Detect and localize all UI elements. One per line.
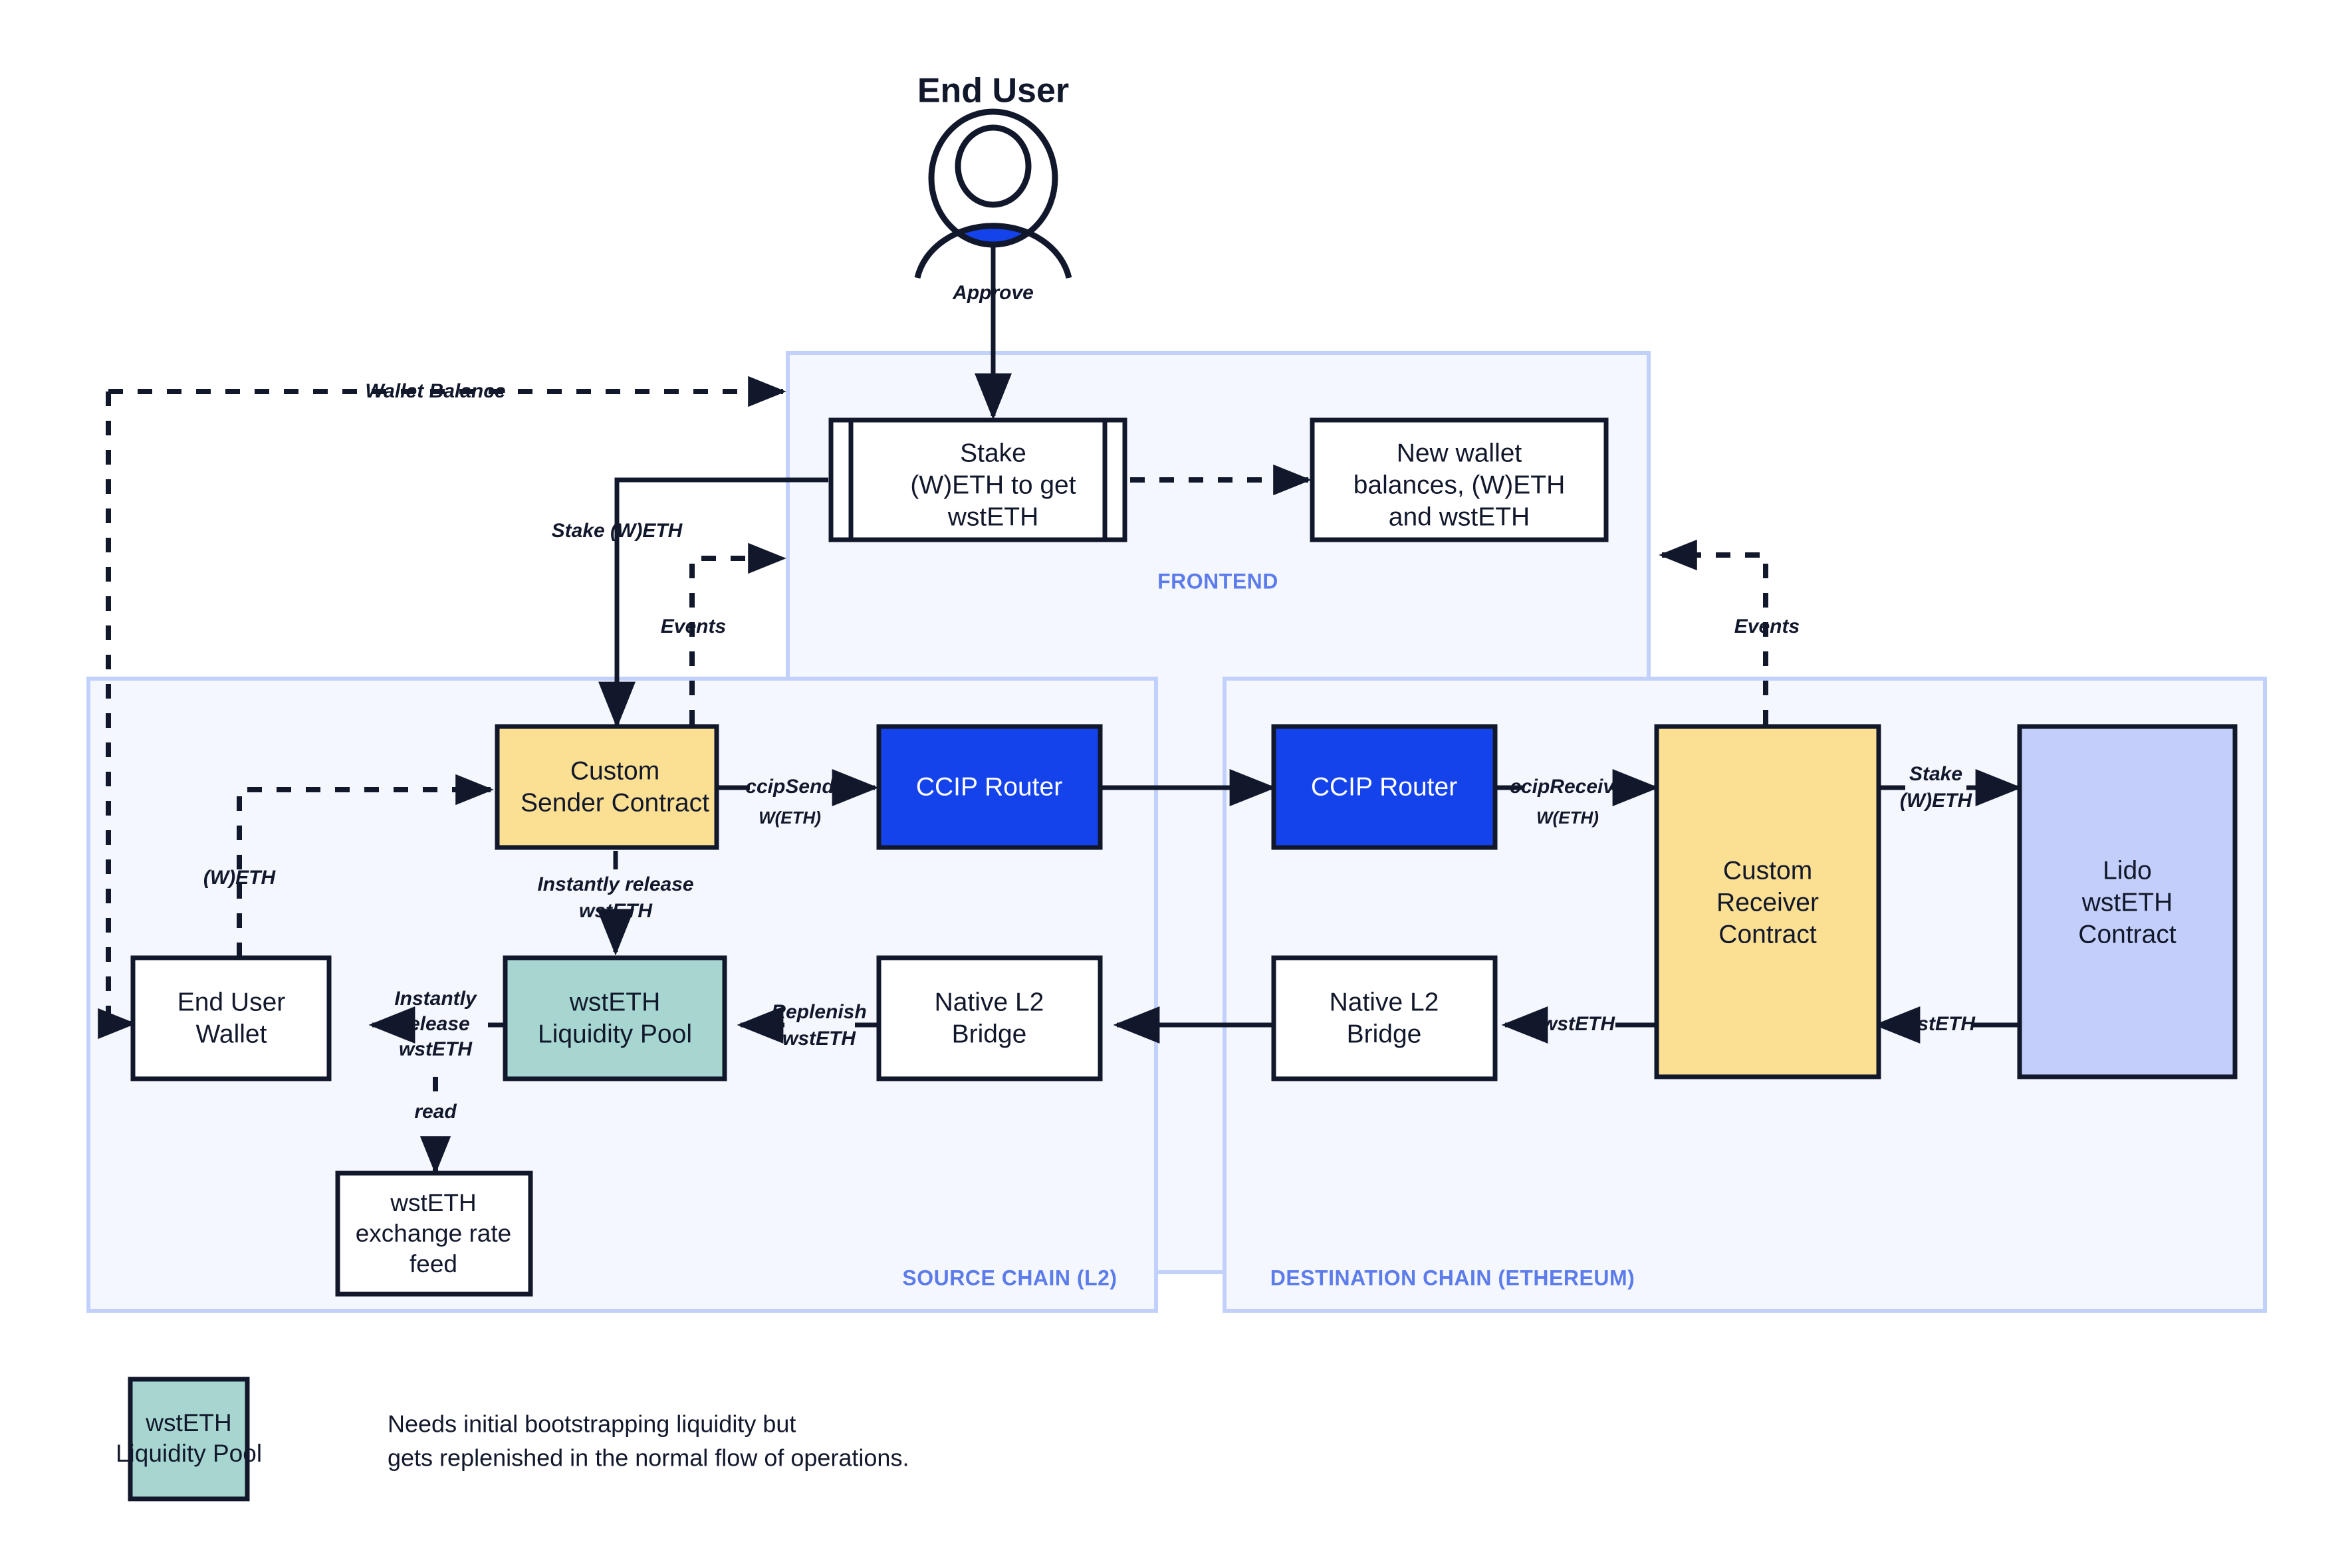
node-lido-wsteth-contract[interactable] (2017, 724, 2238, 1079)
edge-label-events-right: Events (1734, 616, 1800, 637)
edge-label-instant-release-wallet: Instantly release wstETH (394, 988, 477, 1060)
node-stake-ui[interactable] (828, 417, 1127, 542)
legend-swatch-liquidity-pool (128, 1377, 250, 1502)
svg-text:wstETH: wstETH (399, 1038, 473, 1060)
node-end-user-wallet[interactable] (130, 955, 332, 1081)
svg-text:Bridge: Bridge (1347, 1020, 1422, 1048)
svg-text:Receiver: Receiver (1716, 888, 1819, 917)
svg-text:wstETH: wstETH (2081, 888, 2173, 917)
svg-text:release: release (401, 1013, 469, 1035)
svg-text:Custom: Custom (570, 756, 659, 785)
edge-label-wsteth-lido: wstETH (1902, 1013, 1976, 1035)
edge-label-events-left: Events (661, 616, 726, 637)
svg-text:Needs initial bootstrapping li: Needs initial bootstrapping liquidity bu… (388, 1410, 796, 1438)
node-native-l2-bridge-source-label: Native L2 Bridge (935, 988, 1044, 1048)
node-ccip-router-source-label: CCIP Router (916, 772, 1062, 801)
edge-label-ccipreceive-sub: W(ETH) (1536, 808, 1599, 828)
edge-label-ccipreceive: ccipReceive (1510, 776, 1625, 798)
svg-text:Contract: Contract (2078, 920, 2176, 949)
node-wsteth-liquidity-pool[interactable] (503, 955, 727, 1081)
svg-text:Lido: Lido (2103, 856, 2152, 885)
edge-label-weth: (W)ETH (203, 867, 277, 889)
svg-text:Stake: Stake (1909, 763, 1962, 785)
node-native-l2-bridge-destination[interactable] (1271, 955, 1498, 1081)
node-wsteth-liquidity-pool-label: wstETH Liquidity Pool (538, 988, 692, 1048)
node-native-l2-bridge-source[interactable] (876, 955, 1103, 1081)
svg-text:(W)ETH: (W)ETH (1900, 790, 1973, 812)
svg-text:(W)ETH to get: (W)ETH to get (910, 471, 1076, 499)
edge-label-ccipsend-sub: W(ETH) (759, 808, 821, 828)
node-custom-sender-contract-label: Custom Sender Contract (521, 756, 709, 817)
svg-text:wstETH: wstETH (390, 1189, 477, 1216)
node-ccip-router-destination-label: CCIP Router (1311, 772, 1457, 801)
zone-label-destination: DESTINATION CHAIN (ETHEREUM) (1270, 1266, 1635, 1289)
svg-text:Custom: Custom (1723, 856, 1812, 885)
edge-label-stake-weth: Stake (W)ETH (552, 520, 683, 542)
edge-label-read: read (414, 1101, 457, 1123)
node-new-balances-label: New wallet balances, (W)ETH and wstETH (1353, 439, 1566, 531)
edge-weth-line (237, 774, 494, 957)
svg-text:Replenish: Replenish (771, 1001, 866, 1023)
svg-text:wstETH: wstETH (579, 900, 653, 922)
svg-text:New wallet: New wallet (1397, 439, 1522, 467)
svg-text:wstETH: wstETH (569, 988, 661, 1016)
svg-text:Instantly: Instantly (394, 988, 477, 1010)
node-new-balances[interactable] (1310, 417, 1609, 542)
svg-text:wstETH: wstETH (145, 1409, 232, 1436)
svg-text:End User: End User (177, 988, 286, 1016)
edge-label-replenish: Replenish wstETH (771, 1001, 866, 1050)
svg-text:Stake: Stake (960, 439, 1026, 467)
svg-text:Wallet: Wallet (196, 1020, 267, 1048)
svg-text:gets replenished in the normal: gets replenished in the normal flow of o… (388, 1444, 909, 1472)
svg-text:exchange rate: exchange rate (356, 1220, 512, 1247)
node-custom-receiver-contract[interactable] (1654, 724, 1881, 1079)
svg-text:wstETH: wstETH (782, 1028, 856, 1050)
node-end-user-wallet-label: End User Wallet (177, 988, 286, 1048)
svg-text:Bridge: Bridge (952, 1020, 1027, 1048)
edge-label-wsteth-receiver: wstETH (1542, 1013, 1615, 1035)
zone-label-source: SOURCE CHAIN (L2) (902, 1266, 1117, 1289)
edge-label-wallet-balance: Wallet Balance (365, 380, 505, 402)
legend-note: Needs initial bootstrapping liquidity bu… (388, 1410, 909, 1472)
node-lido-wsteth-contract-label: Lido wstETH Contract (2078, 856, 2176, 949)
node-custom-sender-contract[interactable] (495, 724, 719, 850)
legend-swatch-label: wstETH Liquidity Pool (116, 1409, 262, 1467)
svg-text:balances, (W)ETH: balances, (W)ETH (1353, 471, 1566, 499)
svg-text:feed: feed (410, 1250, 457, 1278)
edge-label-approve: Approve (952, 282, 1034, 304)
svg-text:Liquidity Pool: Liquidity Pool (116, 1440, 262, 1467)
svg-text:Instantly release: Instantly release (537, 873, 693, 895)
node-native-l2-bridge-destination-label: Native L2 Bridge (1330, 988, 1439, 1048)
svg-text:Liquidity Pool: Liquidity Pool (538, 1020, 692, 1048)
svg-text:Native L2: Native L2 (1330, 988, 1439, 1016)
edge-wallet-balance-down (98, 392, 136, 1040)
svg-text:Sender Contract: Sender Contract (521, 788, 709, 817)
edge-label-ccipsend: ccipSend (745, 776, 834, 798)
node-wsteth-rate-feed-label: wstETH exchange rate feed (356, 1189, 512, 1278)
node-wsteth-rate-feed[interactable] (335, 1171, 533, 1297)
page-title: End User (917, 72, 1069, 110)
svg-text:Contract: Contract (1718, 920, 1817, 949)
edge-label-stake-weth-dst: Stake (W)ETH (1900, 763, 1973, 812)
node-custom-receiver-contract-label: Custom Receiver Contract (1716, 856, 1819, 949)
zone-label-frontend: FRONTEND (1157, 569, 1278, 593)
edge-stake-weth-line (598, 477, 828, 728)
svg-text:and wstETH: and wstETH (1389, 503, 1530, 531)
svg-text:wstETH: wstETH (947, 503, 1039, 531)
node-ccip-router-source[interactable] (876, 724, 1103, 850)
node-ccip-router-destination[interactable] (1271, 724, 1498, 850)
svg-text:Native L2: Native L2 (935, 988, 1044, 1016)
edge-events-right-line (1659, 539, 1768, 725)
edge-label-instant-release-pool: Instantly release wstETH (537, 873, 693, 922)
node-stake-ui-label: Stake (W)ETH to get wstETH (910, 439, 1076, 531)
